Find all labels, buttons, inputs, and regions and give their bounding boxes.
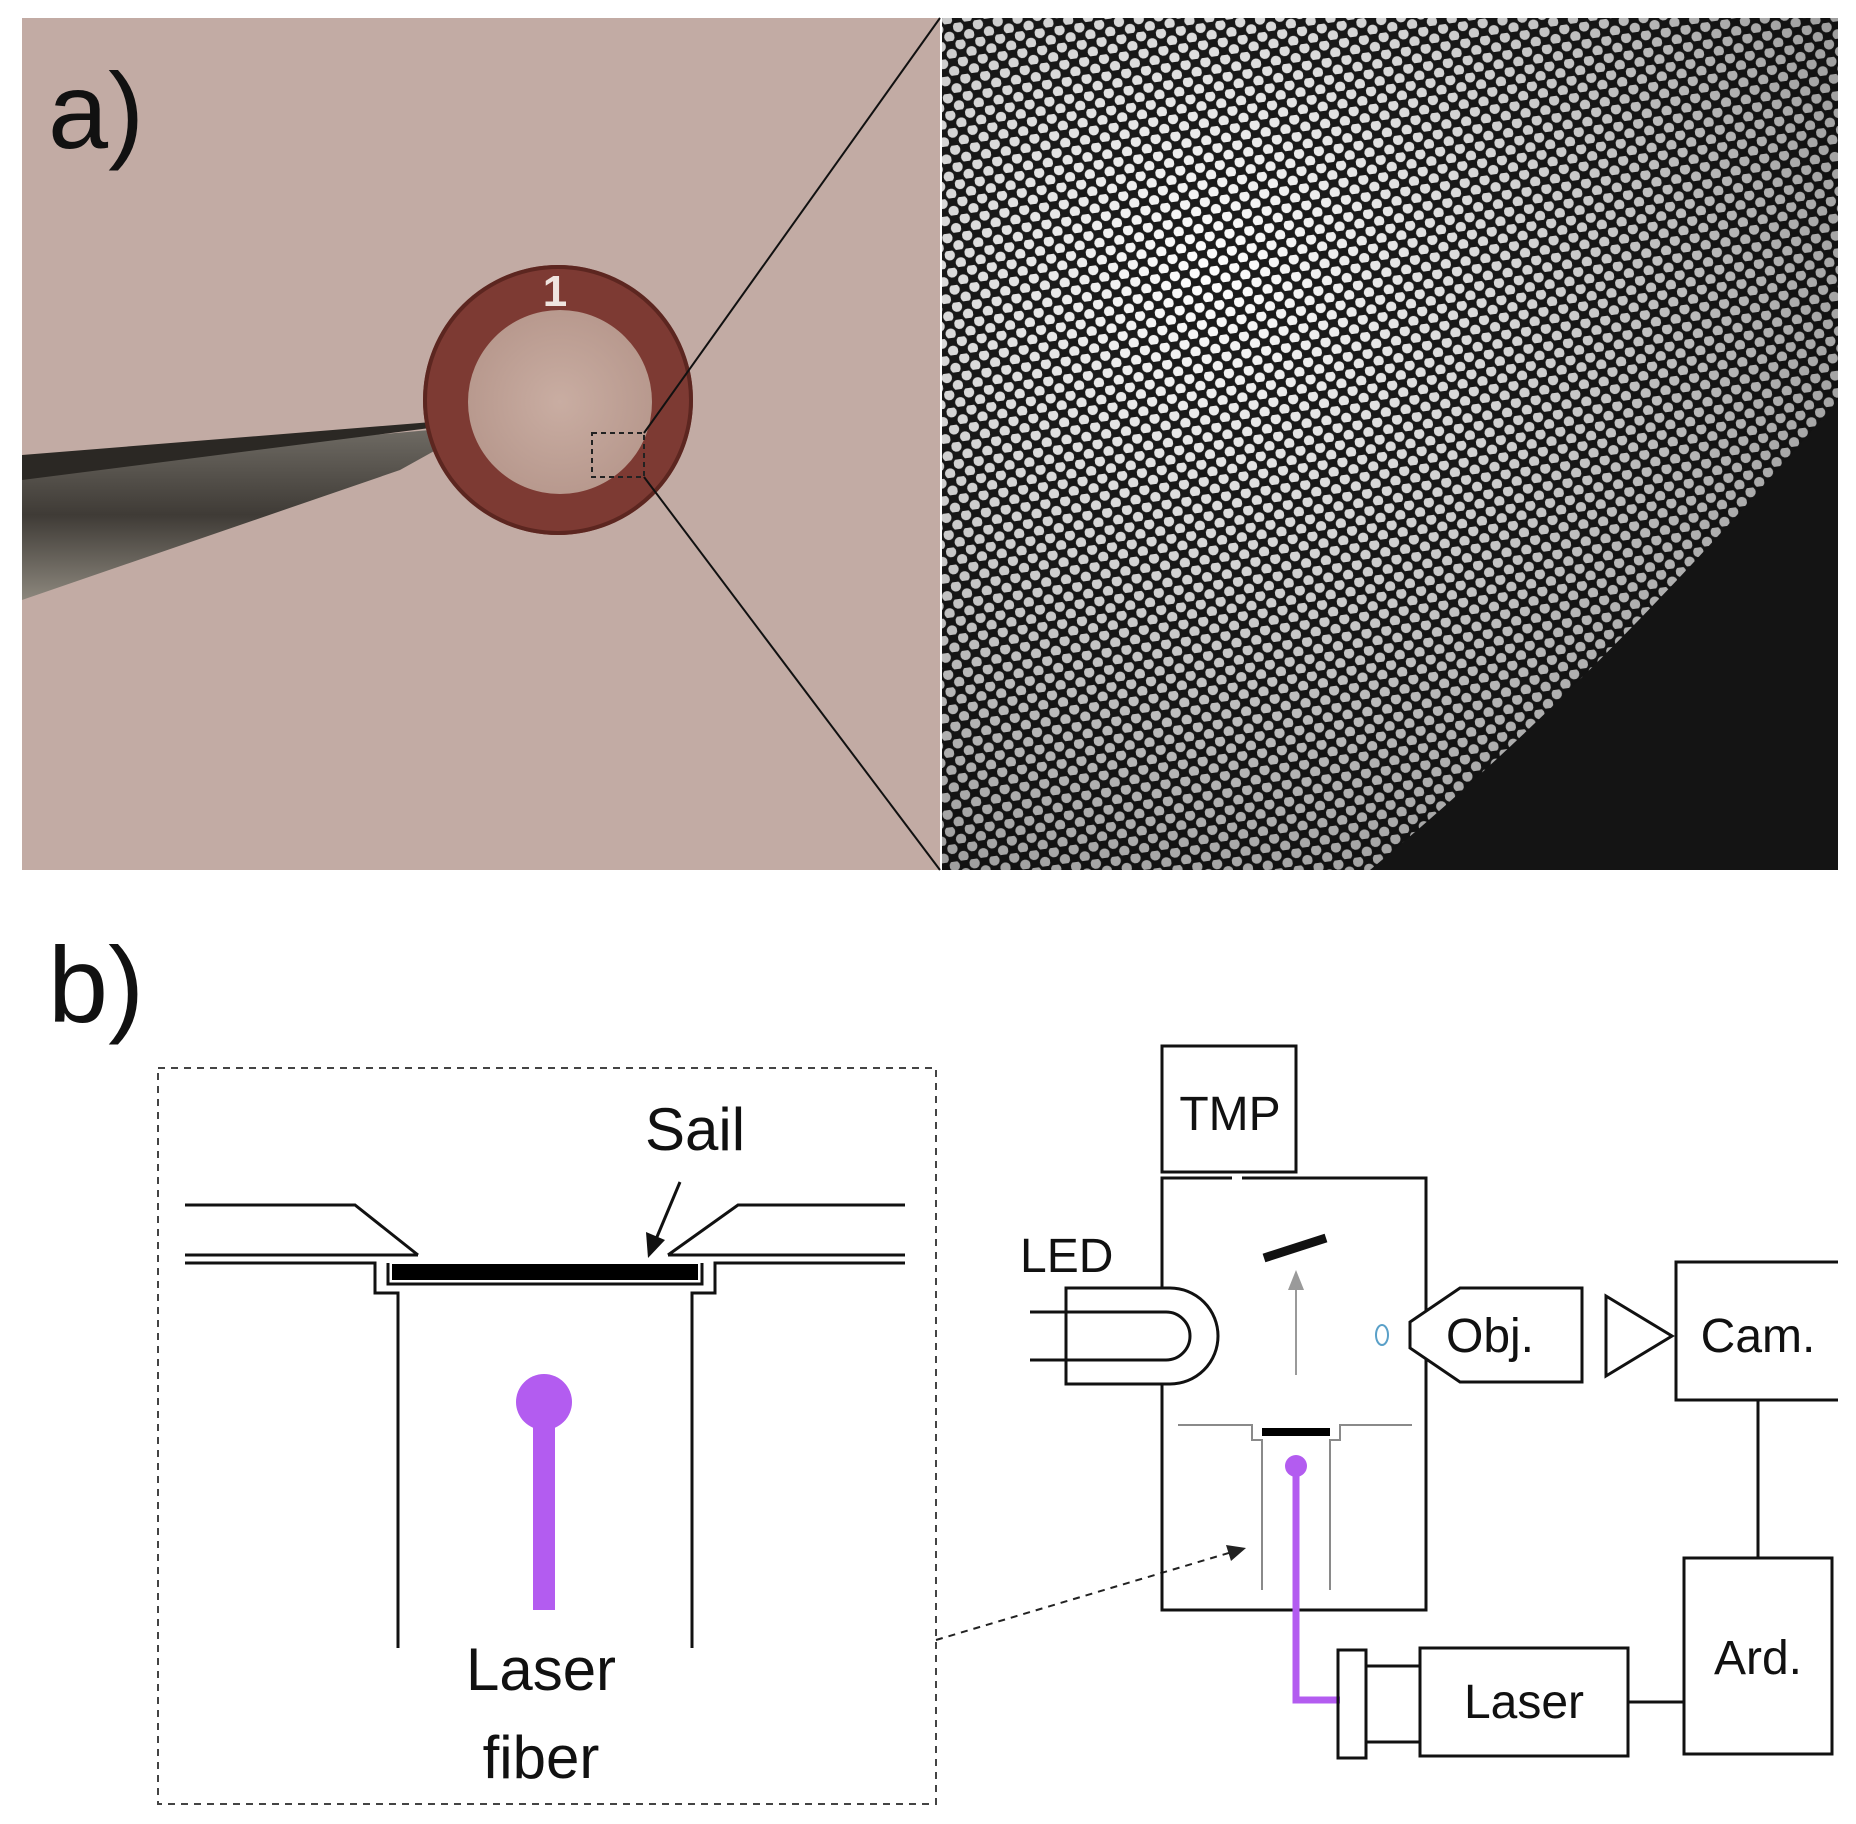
inset-leader-line — [935, 1551, 1233, 1641]
objective — [1408, 1286, 1584, 1384]
fiber-label-line1: Laser — [466, 1636, 616, 1703]
panel-a-label: a) — [48, 50, 144, 171]
inset-frame — [157, 1067, 937, 1805]
laser-connector — [1364, 1664, 1422, 1744]
sail-holder-inset: Sail Laser fiber — [157, 1067, 1246, 1805]
mini-holder — [1178, 1424, 1412, 1590]
grid-photo: 1 — [22, 17, 941, 871]
setup-schematic: TMP LED Obj. — [1020, 1044, 1838, 1760]
sail-arrow — [652, 1181, 682, 1245]
holder-left-wall — [185, 1261, 400, 1648]
zoom-line-top — [643, 17, 941, 434]
tweezers — [22, 430, 445, 600]
led-label: LED — [1020, 1230, 1113, 1283]
laser-label: Laser — [1464, 1676, 1584, 1729]
grid-bar-shadow — [1370, 400, 1838, 870]
panel-b: b) Sail Laser fiber — [48, 924, 1838, 1805]
led — [1030, 1286, 1220, 1386]
tem-grid: 1 — [423, 265, 693, 535]
panel-b-label: b) — [48, 924, 144, 1045]
fiber-label-line2: fiber — [483, 1724, 600, 1791]
zoom-region-box — [591, 432, 645, 478]
laser-fiber — [533, 1400, 555, 1610]
tmp-label: TMP — [1179, 1088, 1280, 1141]
objective-label: Obj. — [1446, 1310, 1534, 1363]
mini-sail — [1262, 1428, 1330, 1436]
arduino — [1682, 1556, 1834, 1756]
zoom-line-bottom — [643, 476, 941, 871]
left-top-plate — [185, 1203, 419, 1257]
tmp-pump — [1160, 1044, 1298, 1174]
camera-label: Cam. — [1701, 1310, 1816, 1363]
right-top-plate — [667, 1203, 905, 1257]
setup-fiber — [1292, 1466, 1340, 1704]
holder-right-wall — [690, 1261, 905, 1648]
sail-label: Sail — [645, 1096, 745, 1163]
mirror — [1262, 1233, 1328, 1263]
laser-fiber-tip — [516, 1374, 572, 1430]
hole-micrograph — [942, 18, 1838, 870]
tube-lens — [1604, 1293, 1675, 1379]
sail — [392, 1264, 698, 1280]
panel-a: 1 a) — [22, 17, 1838, 871]
arduino-label: Ard. — [1714, 1632, 1802, 1685]
grid-number: 1 — [543, 267, 567, 316]
laser-coupler — [1336, 1648, 1368, 1760]
